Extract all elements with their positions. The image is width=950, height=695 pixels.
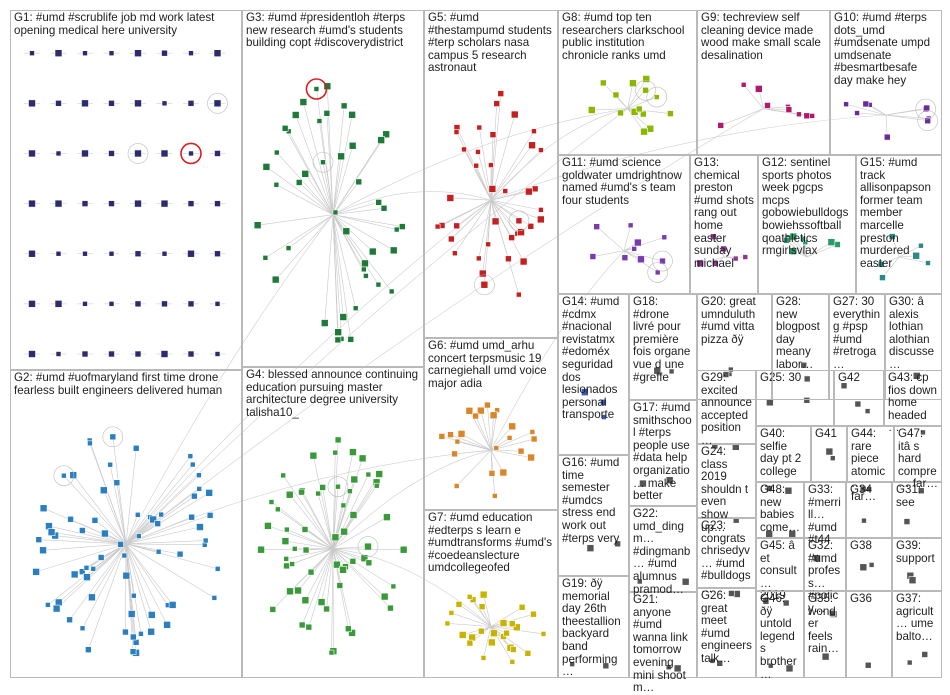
group-label: G35: wonder feels rain… [808,593,842,656]
group-label: G41 [815,428,843,441]
group-label: G36 [850,593,888,606]
group-label: G12: sentinel sports photos week pgcps m… [762,157,852,258]
group-label: G44: rare piece atomic… far… [851,428,890,504]
group-panel-g41: G41 [811,426,847,482]
group-panel-g7: G7: #umd education #edterps s learn e #u… [424,510,558,678]
group-panel-g3: G3: #umd #presidentloh #terps new resear… [242,10,424,367]
group-panel-g4: G4: blessed announce continuing educatio… [242,367,424,678]
group-panel-g36: G36 [846,591,892,678]
group-panel-g35: G35: wonder feels rain… [804,591,846,678]
group-panel-g15: G15: #umd track allisonpapson former tea… [856,155,942,294]
group-label: G16: #umd time semester #umdcs stress en… [562,457,625,545]
group-panel-g19: G19: ðÿ memorial day 26th theestallion b… [558,576,629,678]
group-panel-g48: G48: new babies come… [756,482,804,538]
group-label: G2: #umd #uofmaryland first time drone f… [14,372,238,397]
group-panel-g9: G9: techreview self cleaning device made… [697,10,830,155]
group-panel-g24: G24: class 2019 shouldn t even show up… [697,444,756,518]
group-panel-g39: G39: support [892,538,942,591]
group-label: G19: ðÿ memorial day 26th theestallion b… [562,578,625,679]
group-panel-g17: G17: #umd smithschool #terps people use … [629,400,697,506]
group-label: G27: 30 everything #psp #umd #retroga… [833,296,881,372]
group-panel-g44: G44: rare piece atomic… far… [847,426,894,482]
group-label: G38 [850,540,888,553]
group-panel-g10: G10: #umd #terps dots_umd #umdsenate ump… [830,10,942,155]
group-panel-g43: G43: cp fios down home headed… [884,370,942,426]
group-panel-g40: G40: selfie day pt 2 college… [756,426,811,482]
group-panel-g21: G21: anyone #umd wanna link tomorrow eve… [629,592,697,678]
group-label: G28: new blogpost day meany labor… [776,296,825,372]
group-label: G24: class 2019 shouldn t even show up… [701,446,752,534]
group-panel-g2: G2: #umd #uofmaryland first time drone f… [10,370,242,678]
group-label: G15: #umd track allisonpapson former tea… [860,157,938,270]
group-label: G42 [838,372,880,385]
group-label: G8: #umd top ten researchers clarkschool… [562,12,693,62]
group-panel-g29: G29: excited announce accepted position… [697,370,756,444]
group-label: G26: great meet #umd engineers talk… [701,590,752,666]
group-label: G30: â alexis lothian alothian discusse… [889,296,938,372]
group-label: G9: techreview self cleaning device made… [701,12,826,62]
group-panel-g14: G14: #umd #cdmx #nacional revistatmx #ed… [558,294,629,455]
group-label: G7: #umd education #edterps s learn e #u… [428,512,554,575]
group-label: G6: #umd umd_arhu concert terpsmusic 19 … [428,340,554,390]
group-panel-g33: G33: #merrill… #umd #t44… [804,482,846,538]
group-panel-g16: G16: #umd time semester #umdcs stress en… [558,455,629,576]
group-panel-g5: G5: #umd #thestampumd students #terp sch… [424,10,558,338]
group-panel-g26: G26: great meet #umd engineers talk… [697,588,756,678]
group-panel-g8: G8: #umd top ten researchers clarkschool… [558,10,697,155]
group-panel-g37: G37: agricult… ume balto… [892,591,942,678]
group-label: G39: support [896,540,938,565]
group-label: G47: itâ s hard compre… far… [898,428,938,491]
group-label: G46: ðÿ untold legends brother… [760,593,800,681]
group-label: G1: #umd #scrublife job md work latest o… [14,12,238,37]
group-panel-g45: G45: â et consult… 2019 [756,538,804,591]
group-panel-g11: G11: #umd science goldwater umdrightnow … [558,155,690,294]
group-label: G20: great umnduluth #umd vitta pizza ðÿ [701,296,768,346]
group-label: G17: #umd smithschool #terps people use … [633,402,693,503]
group-panel-g18: G18: #drone livré pour première fois org… [629,294,697,400]
group-label: G5: #umd #thestampumd students #terp sch… [428,12,554,75]
group-label: G21: anyone #umd wanna link tomorrow eve… [633,594,693,695]
group-label: G14: #umd #cdmx #nacional revistatmx #ed… [562,296,625,422]
group-label: G18: #drone livré pour première fois org… [633,296,693,384]
group-panel-g12: G12: sentinel sports photos week pgcps m… [758,155,856,294]
group-label: G10: #umd #terps dots_umd #umdsenate ump… [834,12,938,88]
group-label: G4: blessed announce continuing educatio… [246,369,420,419]
group-label: G33: #merrill… #umd #t44… [808,484,842,560]
group-label: G3: #umd #presidentloh #terps new resear… [246,12,420,50]
group-panel-g6: G6: #umd umd_arhu concert terpsmusic 19 … [424,338,558,510]
group-panel-g22: G22: umd_dingm… #dingmanb… #umd alumnus … [629,506,697,592]
group-label: G22: umd_dingm… #dingmanb… #umd alumnus … [633,508,693,596]
group-label: G13: chemical preston #umd shots rang ou… [694,157,754,270]
group-label: G29: excited announce accepted position… [701,372,752,448]
group-panel-g1: G1: #umd #scrublife job md work latest o… [10,10,242,370]
group-panel-g13: G13: chemical preston #umd shots rang ou… [690,155,758,294]
group-panel-g42: G42 [834,370,884,426]
group-panel-g47: G47: itâ s hard compre… far… [894,426,942,482]
group-panel-g46: G46: ðÿ untold legends brother… [756,591,804,678]
group-panel-g38: G38 [846,538,892,591]
group-label: G48: new babies come… [760,484,800,534]
group-label: G11: #umd science goldwater umdrightnow … [562,157,686,207]
group-label: G37: agricult… ume balto… [896,593,938,643]
group-panel-g28: G28: new blogpost day meany labor… [772,294,829,400]
